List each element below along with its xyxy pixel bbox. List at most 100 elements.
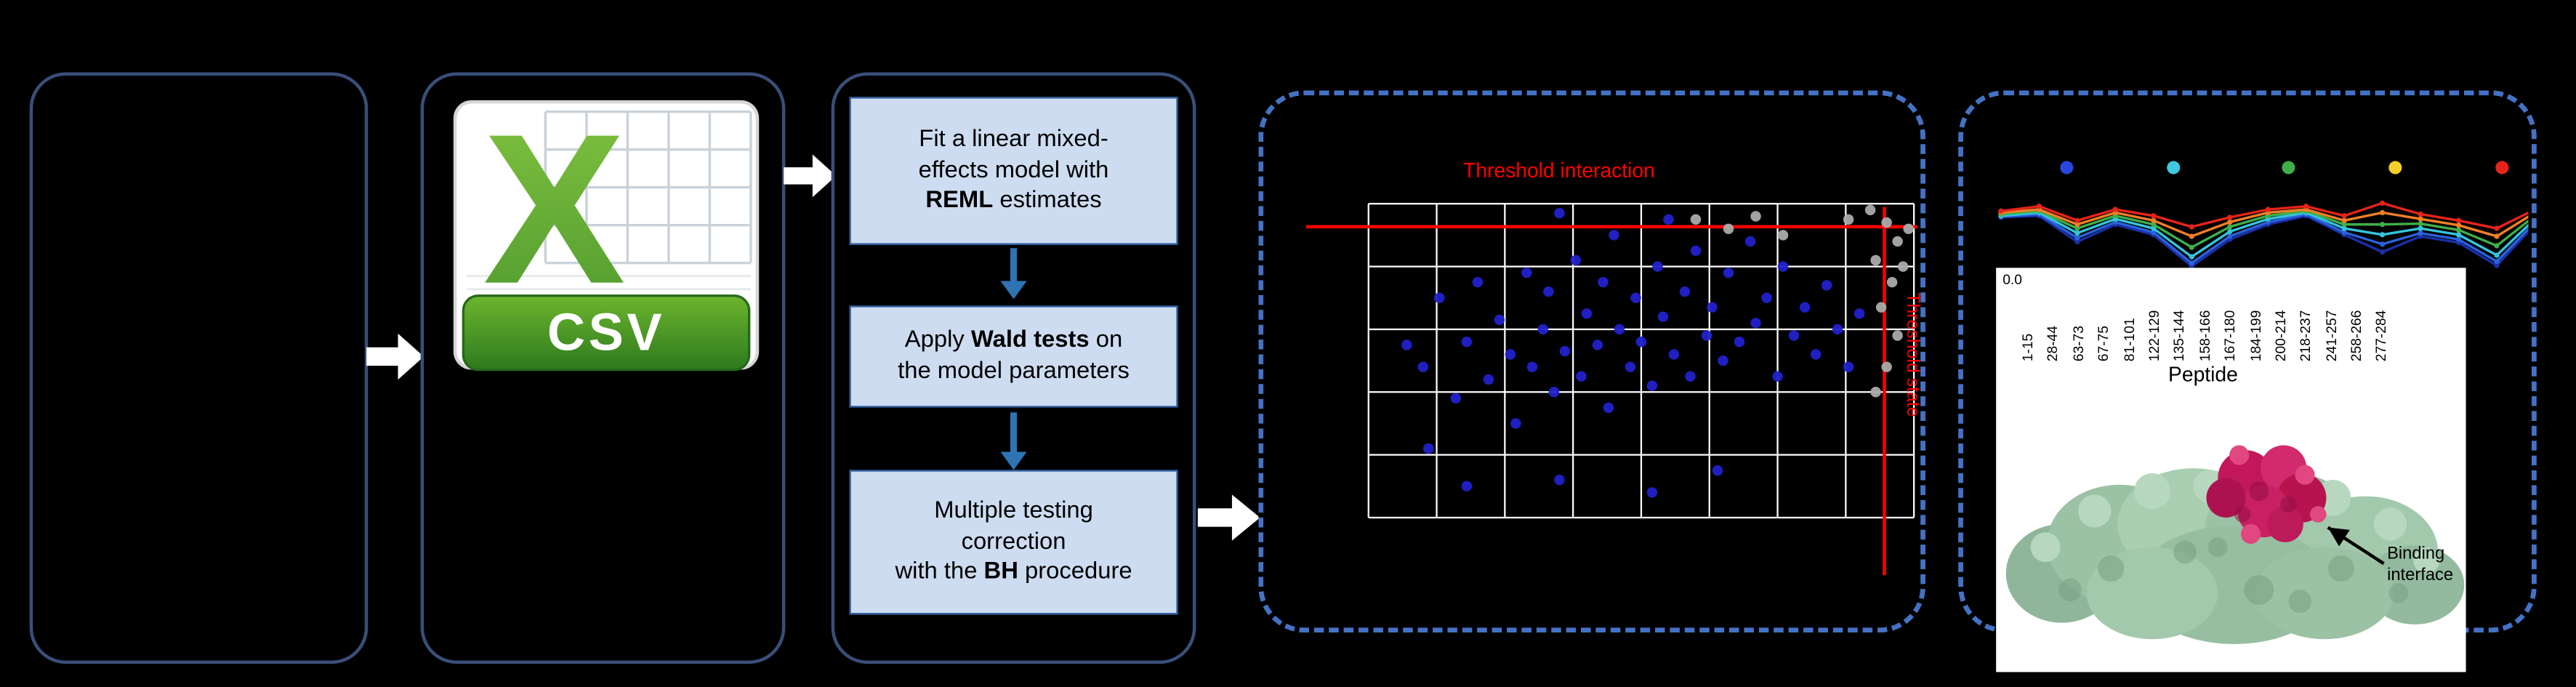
scatter-point xyxy=(1772,371,1783,382)
scatter-point xyxy=(1707,302,1718,313)
csv-banner-label: CSV xyxy=(547,303,665,361)
uptake-marker xyxy=(2189,244,2194,250)
scatter-point xyxy=(1434,292,1445,304)
scatter-point xyxy=(1548,387,1560,398)
text-line: Fit a linear mixed- xyxy=(919,126,1108,153)
csv-file-icon: X CSV xyxy=(453,99,760,371)
uptake-marker xyxy=(2380,241,2386,247)
scatter-point xyxy=(1870,254,1881,266)
flow-arrow-icon xyxy=(1197,494,1260,541)
timepoint-legend-dot xyxy=(2495,161,2509,174)
scatter-point xyxy=(1603,402,1614,414)
uptake-marker xyxy=(2151,222,2157,228)
scatter-point xyxy=(1483,374,1494,385)
scatter-point xyxy=(1712,465,1723,476)
uptake-marker xyxy=(2151,229,2157,236)
uptake-marker xyxy=(2341,217,2347,223)
uptake-marker xyxy=(2418,212,2423,217)
peptide-x-label: 184-199 xyxy=(2246,310,2263,362)
uptake-marker xyxy=(2494,225,2500,231)
annotation-arrow-icon xyxy=(2327,526,2385,566)
scatter-point xyxy=(1592,340,1603,350)
scatter-point xyxy=(1494,314,1505,326)
scatter-point xyxy=(1832,324,1843,335)
scatter-point xyxy=(1821,280,1832,291)
step-multiple-testing-text: Multiple testing correction with the BH … xyxy=(895,496,1132,589)
scatter-point xyxy=(1461,481,1473,492)
uptake-marker xyxy=(2455,236,2462,242)
uptake-marker xyxy=(2455,217,2462,223)
scatter-point xyxy=(1881,361,1892,372)
uptake-marker xyxy=(2380,232,2386,238)
uptake-marker xyxy=(2227,228,2233,235)
scatter-point xyxy=(1897,261,1909,272)
scatter-point xyxy=(1521,268,1532,278)
scatter-point xyxy=(1559,345,1571,357)
scatter-point xyxy=(1734,336,1745,347)
uptake-marker xyxy=(2189,260,2194,266)
peptide-x-label: 81-101 xyxy=(2120,318,2137,362)
csv-banner xyxy=(462,294,751,371)
bold-text: BH xyxy=(983,559,1018,586)
peptide-x-label: 28-44 xyxy=(2044,326,2061,362)
scatter-point xyxy=(1881,217,1892,228)
uptake-marker xyxy=(2380,222,2386,228)
volcano-scatter-chart: Threshold interaction Threshold state xyxy=(1305,158,1923,576)
scatter-point xyxy=(1723,223,1734,235)
text-segment: with the xyxy=(895,559,984,586)
peptide-x-label: 241-257 xyxy=(2322,310,2339,362)
scatter-point xyxy=(1853,308,1865,319)
uptake-marker xyxy=(2341,229,2347,236)
uptake-line-chart xyxy=(1998,161,2529,269)
input-data-box xyxy=(29,72,369,664)
timepoint-legend-dot xyxy=(2167,161,2181,174)
scatter-point xyxy=(1750,211,1761,222)
scatter-point xyxy=(1554,474,1565,486)
scatter-point xyxy=(1526,361,1538,372)
scatter-point xyxy=(1777,230,1789,241)
text-segment: procedure xyxy=(1018,559,1132,586)
uptake-marker xyxy=(2074,238,2080,245)
peptide-x-label: 218-237 xyxy=(2297,310,2314,362)
uptake-marker xyxy=(1998,208,2004,214)
uptake-marker xyxy=(2227,233,2233,239)
uptake-marker xyxy=(2418,216,2423,222)
text-line: Multiple testing xyxy=(934,497,1093,524)
uptake-marker xyxy=(2455,222,2462,228)
uptake-marker xyxy=(2227,219,2233,225)
uptake-line xyxy=(2000,212,2529,265)
scatter-point xyxy=(1554,207,1565,219)
scatter-point xyxy=(1630,292,1641,304)
scatter-point xyxy=(1875,302,1887,313)
scatter-point xyxy=(1690,245,1702,257)
scatter-grid xyxy=(1367,203,1915,519)
scatter-point xyxy=(1870,387,1881,398)
uptake-marker xyxy=(2112,206,2118,212)
uptake-marker xyxy=(2036,204,2042,209)
protein-structure-image xyxy=(2005,445,2465,644)
scatter-point xyxy=(1668,349,1680,360)
uptake-marker xyxy=(2189,254,2194,260)
scatter-point xyxy=(1744,236,1756,247)
uptake-marker xyxy=(2151,225,2157,231)
uptake-marker xyxy=(2494,233,2500,239)
scatter-point xyxy=(1609,230,1619,241)
scatter-point xyxy=(1510,418,1521,429)
scatter-point xyxy=(1543,286,1554,297)
text-segment: on xyxy=(1089,327,1123,354)
peptide-x-label: 158-166 xyxy=(2196,310,2213,362)
scatter-point xyxy=(1598,276,1609,288)
flow-arrow-icon xyxy=(784,154,837,198)
peptide-x-label: 258-266 xyxy=(2348,310,2364,362)
scatter-point xyxy=(1450,393,1462,404)
scatter-point xyxy=(1505,349,1516,360)
scatter-point xyxy=(1576,371,1587,382)
text-line: correction xyxy=(961,528,1066,555)
uptake-marker xyxy=(2151,217,2157,223)
scatter-point xyxy=(1892,236,1903,247)
